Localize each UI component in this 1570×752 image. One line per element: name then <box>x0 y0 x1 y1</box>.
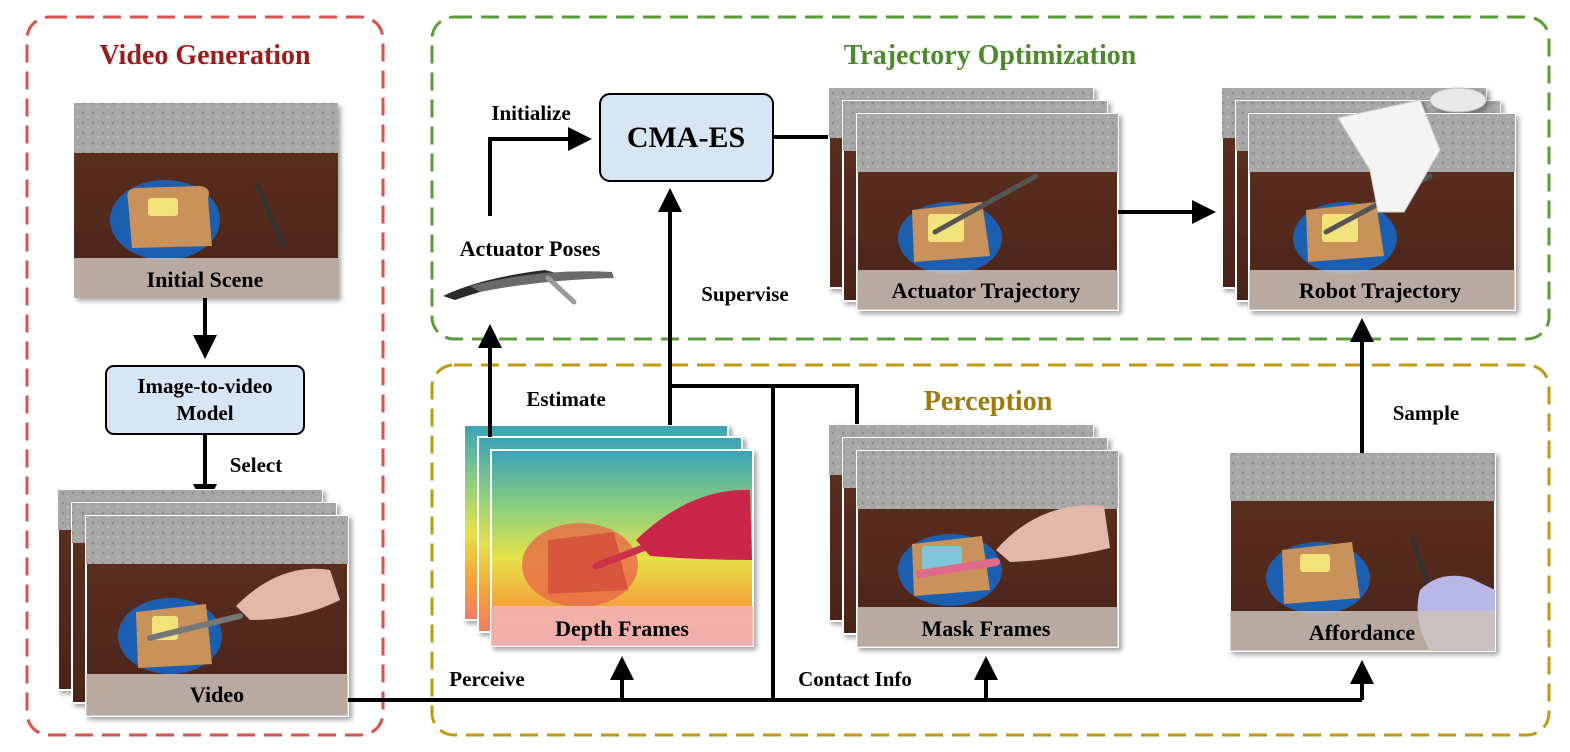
trajectory-optimization-title: Trajectory Optimization <box>844 40 1137 71</box>
video-frame-stack <box>57 489 349 717</box>
actuator-trajectory-caption: Actuator Trajectory <box>892 278 1081 303</box>
video-generation-title: Video Generation <box>99 40 311 71</box>
actuator-poses-caption: Actuator Poses <box>460 236 601 261</box>
depth-frames-caption: Depth Frames <box>555 616 689 641</box>
affordance-caption: Affordance <box>1309 620 1416 645</box>
image-to-video-label-line2: Model <box>176 401 233 425</box>
contact-info-label: Contact Info <box>798 667 912 691</box>
actuator-trajectory-stack <box>828 87 1119 311</box>
robot-trajectory-caption: Robot Trajectory <box>1299 278 1461 303</box>
connector-mask-to-supervise <box>670 384 859 425</box>
video-generation-frame <box>25 15 385 737</box>
video-caption: Video <box>190 682 244 707</box>
depth-frames-stack <box>463 424 754 647</box>
supervise-label: Supervise <box>701 282 789 306</box>
initial-scene-image <box>74 103 338 298</box>
trajectory-optimization-frame <box>430 15 1551 341</box>
affordance-image <box>1229 452 1496 652</box>
cma-es-label: CMA-ES <box>627 121 745 154</box>
robot-trajectory-stack <box>1221 87 1516 311</box>
perceive-label: Perceive <box>449 667 524 691</box>
perception-title: Perception <box>924 386 1053 417</box>
mask-frames-caption: Mask Frames <box>922 616 1051 641</box>
select-label: Select <box>230 453 282 477</box>
mask-frames-stack <box>828 424 1119 648</box>
initial-scene-caption: Initial Scene <box>147 267 264 292</box>
actuator-poses-image <box>443 270 614 305</box>
estimate-label: Estimate <box>526 387 605 411</box>
arrow-initialize <box>488 127 592 216</box>
initialize-label: Initialize <box>491 101 570 125</box>
sample-label: Sample <box>1393 401 1460 425</box>
perception-frame <box>430 363 1551 737</box>
image-to-video-label-line1: Image-to-video <box>137 374 272 398</box>
